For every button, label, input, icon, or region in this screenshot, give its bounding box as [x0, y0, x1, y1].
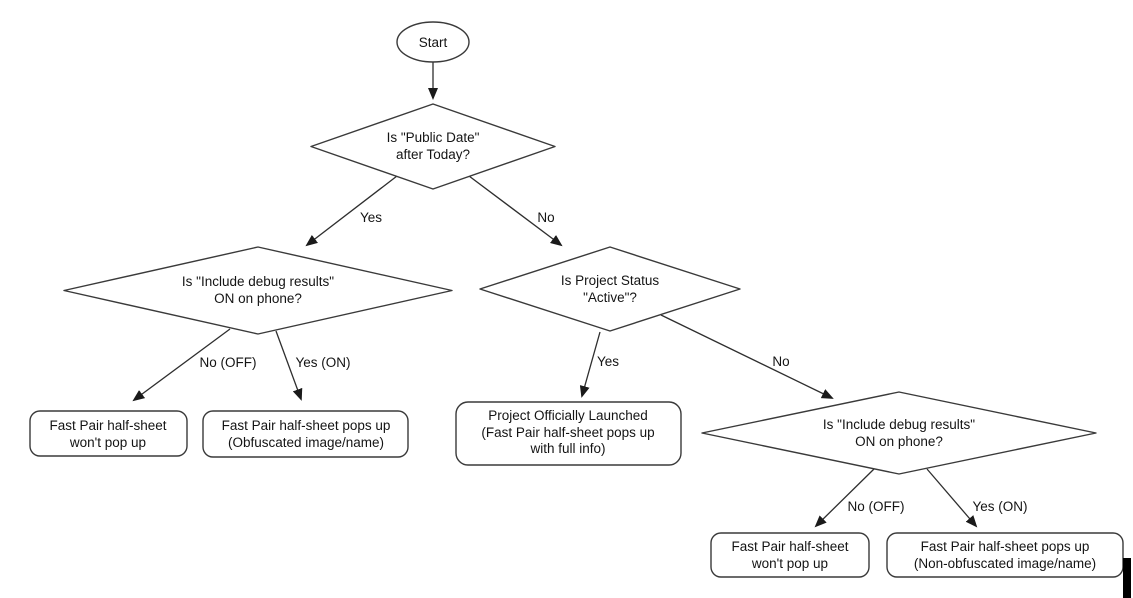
node-decision-debug-left: Is "Include debug results" ON on phone? — [63, 246, 453, 335]
leaf-label-line1: Fast Pair half-sheet — [49, 418, 166, 433]
edges-group — [132, 62, 978, 528]
edge-d4-no — [814, 468, 875, 528]
edge-d2-yes — [275, 330, 303, 401]
node-leaf-non-obfuscated-popup: Fast Pair half-sheet pops up (Non-obfusc… — [886, 532, 1124, 578]
text-cursor-artifact — [1123, 558, 1131, 598]
leaf-label-line1: Project Officially Launched — [488, 408, 648, 423]
decision-diamond — [310, 103, 556, 190]
edge-d3-no — [660, 314, 834, 399]
decision-label-line1: Is Project Status — [561, 273, 660, 288]
edge-d1-no — [468, 175, 563, 247]
start-label: Start — [419, 35, 448, 50]
decision-label-line2: after Today? — [396, 147, 470, 162]
decision-label-line2: "Active"? — [583, 290, 637, 305]
leaf-box — [710, 532, 870, 578]
edge-label-d3-no: No — [772, 354, 789, 369]
edge-label-d2-no: No (OFF) — [200, 355, 257, 370]
edge-d2-no — [132, 328, 231, 402]
leaf-box — [455, 401, 682, 466]
leaf-box — [202, 410, 409, 458]
leaf-label-line2: won't pop up — [69, 435, 146, 450]
edge-d1-yes — [305, 175, 398, 247]
node-decision-project-status: Is Project Status "Active"? — [479, 246, 741, 332]
edge-label-d1-yes: Yes — [360, 210, 382, 225]
decision-diamond — [479, 246, 741, 332]
node-leaf-obfuscated-popup: Fast Pair half-sheet pops up (Obfuscated… — [202, 410, 409, 458]
start-ellipse — [396, 21, 470, 63]
decision-diamond — [63, 246, 453, 335]
node-leaf-wont-popup-left: Fast Pair half-sheet won't pop up — [29, 410, 188, 457]
node-start: Start — [396, 21, 470, 63]
leaf-box — [29, 410, 188, 457]
leaf-box — [886, 532, 1124, 578]
edge-label-d4-no: No (OFF) — [848, 499, 905, 514]
leaf-label-line2: (Non-obfuscated image/name) — [914, 556, 1096, 571]
node-leaf-wont-popup-right: Fast Pair half-sheet won't pop up — [710, 532, 870, 578]
edge-labels-group: Yes No No (OFF) Yes (ON) Yes No No (OFF)… — [200, 210, 1028, 514]
edge-label-d4-yes: Yes (ON) — [972, 499, 1027, 514]
edge-d3-yes — [579, 331, 601, 398]
leaf-label-line2: (Obfuscated image/name) — [228, 435, 384, 450]
decision-label-line1: Is "Include debug results" — [182, 274, 334, 289]
edge-label-d3-yes: Yes — [597, 354, 619, 369]
edge-d4-yes — [926, 468, 978, 528]
decision-label-line2: ON on phone? — [855, 434, 943, 449]
leaf-label-line2: won't pop up — [751, 556, 828, 571]
node-leaf-officially-launched: Project Officially Launched (Fast Pair h… — [455, 401, 682, 466]
node-decision-debug-right: Is "Include debug results" ON on phone? — [701, 391, 1097, 475]
decision-diamond — [701, 391, 1097, 475]
edge-label-d2-yes: Yes (ON) — [295, 355, 350, 370]
decision-label-line1: Is "Include debug results" — [823, 417, 975, 432]
leaf-label-line3: with full info) — [529, 441, 605, 456]
edge-label-d1-no: No — [537, 210, 554, 225]
decision-label-line1: Is "Public Date" — [387, 130, 480, 145]
node-decision-public-date: Is "Public Date" after Today? — [310, 103, 556, 190]
decision-label-line2: ON on phone? — [214, 291, 302, 306]
leaf-label-line1: Fast Pair half-sheet — [731, 539, 848, 554]
leaf-label-line1: Fast Pair half-sheet pops up — [222, 418, 391, 433]
leaf-label-line1: Fast Pair half-sheet pops up — [921, 539, 1090, 554]
leaf-label-line2: (Fast Pair half-sheet pops up — [481, 425, 654, 440]
